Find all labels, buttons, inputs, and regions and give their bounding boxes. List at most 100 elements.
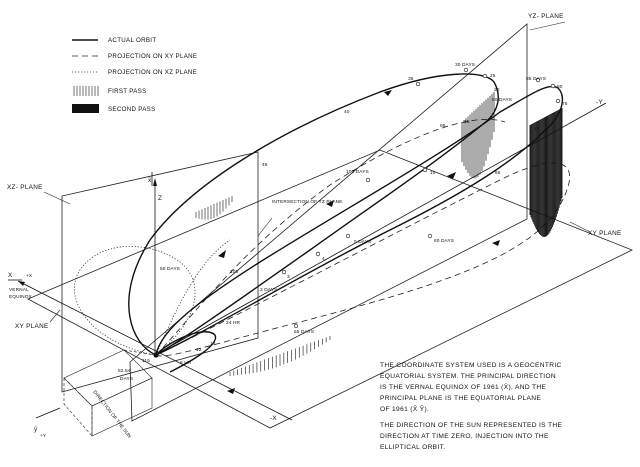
orbit-label-5-days: 5 DAYS <box>354 239 371 245</box>
actual-orbit-second-loop <box>155 85 564 356</box>
x-vec-label: X <box>8 272 13 279</box>
plus-y-label: +Y <box>40 433 47 439</box>
orbit-label-20: 20 <box>494 87 500 93</box>
orbit-label-105: 105 <box>230 269 239 275</box>
x-axis <box>17 280 293 421</box>
first-pass-hatch-left <box>195 196 233 220</box>
orbit-arrow-1 <box>384 90 392 96</box>
xz-projection-tail <box>155 239 231 356</box>
xz-plane-label: XZ- PLANE <box>7 184 43 191</box>
orbit-day-labels: 30 DAYS 25 20 90 DAYS 35 40 45 95 15 85 … <box>118 62 568 382</box>
xy-projection-inner <box>155 118 506 356</box>
orbit-label-115: 115 <box>142 358 150 364</box>
orbit-arrow-4 <box>447 172 456 179</box>
orbit-label-52-54: 52.54 <box>118 368 131 374</box>
sun-direction-label: DIRECTION OF THE SUN <box>91 390 132 440</box>
z-axis-label: Z <box>158 195 162 202</box>
equinox-label: EQUINOX <box>9 294 33 300</box>
minus-x-label: -X <box>270 415 277 422</box>
orbit-label-75: 75 <box>562 101 568 107</box>
actual-orbit-return <box>155 119 489 356</box>
note-p2-line-3: ELLIPTICAL ORBIT. <box>380 444 445 451</box>
vernal-label: VERNAL <box>9 287 29 293</box>
orbit-label-80: 80 <box>557 84 563 90</box>
orbit-label-85-days: 85 DAYS <box>526 76 546 82</box>
orbit-marker-85 <box>535 77 541 83</box>
legend-xz-projection-label: PROJECTION ON XZ PLANE <box>108 69 197 76</box>
orbit-marker-100 <box>365 177 371 183</box>
orbit-label-30-days: 30 DAYS <box>455 62 475 68</box>
second-pass-hatch-right <box>529 108 563 237</box>
note-p1-line-1: THE COORDINATE SYSTEM USED IS A GEOCENTR… <box>380 362 562 369</box>
orbit-label-days: DAYS <box>120 376 133 382</box>
plus-y-arrow <box>35 407 61 419</box>
legend-second-pass-swatch <box>72 104 99 113</box>
note-p1-line-3: IS THE VERNAL EQUINOX OF 1961 (X̄), AND … <box>380 383 547 391</box>
orbit-label-50-days: 50 DAYS <box>160 266 180 272</box>
orbit-marker-5 <box>345 233 351 239</box>
orbit-label-65: 65 <box>495 170 501 176</box>
orbit-arrow-2 <box>326 200 334 207</box>
x-bar-label: x̄ <box>148 177 152 184</box>
orbit-marker-75 <box>555 98 561 104</box>
legend: ACTUAL ORBIT PROJECTION ON XY PLANE PROJ… <box>72 37 197 113</box>
orbit-label-24-hr: 24 HR <box>226 320 241 326</box>
note-p1-line-4: PRINCIPAL PLANE IS THE EQUATORIAL PLANE <box>380 395 541 402</box>
xy-plane-leader-left <box>49 309 61 323</box>
legend-second-pass-label: SECOND PASS <box>108 106 156 113</box>
orbit-label-35: 35 <box>408 76 414 82</box>
orbit-label-45: 45 <box>262 162 268 168</box>
earth-marker <box>153 352 159 358</box>
orbit-label-15: 15 <box>464 119 470 125</box>
first-pass-hatch-lower <box>229 336 331 376</box>
actual-orbit-second-return <box>155 119 556 356</box>
orbit-marker-55 <box>293 323 299 329</box>
plus-x-label: +X <box>26 273 33 279</box>
orbit-marker-80 <box>550 83 556 89</box>
orbit-label-100-days: 100 DAYS <box>346 169 369 175</box>
xy-plane-label-right: XY PLANE <box>588 230 622 237</box>
legend-first-pass-label: FIRST PASS <box>108 88 147 95</box>
first-pass-hatch-upper <box>461 92 495 179</box>
legend-actual-orbit-label: ACTUAL ORBIT <box>108 37 156 44</box>
xz-plane-leader <box>43 191 71 205</box>
orbit-label-25: 25 <box>490 73 496 79</box>
yz-plane <box>129 23 528 422</box>
actual-orbit-first-loop <box>128 73 499 356</box>
orbit-label-90-days: 90 DAYS <box>492 97 512 103</box>
orbit-label-12: 12 <box>196 347 202 353</box>
orbit-label-95: 95 <box>440 123 446 129</box>
note-p2-line-1: THE DIRECTION OF THE SUN REPRESENTED IS … <box>380 422 562 429</box>
orbit-marker-60 <box>427 233 433 239</box>
orbit-arrow-3 <box>218 250 226 258</box>
orbit-marker-10 <box>422 167 428 173</box>
yz-plane-label: YZ- PLANE <box>528 13 564 20</box>
orbit-marker-35 <box>415 81 421 87</box>
orbit-label-55-days: 55 DAYS <box>294 329 314 335</box>
orbit-label-10: 10 <box>430 170 436 176</box>
xz-projection-curve <box>74 246 196 356</box>
note-p1-line-5: OF 1961 (X̄ Ȳ). <box>380 405 429 413</box>
orbit-arrow-5 <box>492 240 500 246</box>
yz-plane-leader <box>529 21 566 31</box>
orbit-marker-4 <box>315 251 321 257</box>
note-p1-line-2: EQUATORIAL SYSTEM. THE PRINCIPAL DIRECTI… <box>380 373 556 380</box>
actual-orbit-near-earth <box>155 331 217 373</box>
orbit-label-2-days: 2 DAYS <box>260 287 277 293</box>
xy-plane <box>27 149 633 429</box>
x-axis-arrow <box>18 281 25 286</box>
orbit-label-60-days: 60 DAYS <box>434 238 454 244</box>
orbit-marker-30 <box>463 67 469 73</box>
xy-plane-label-left: XY PLANE <box>15 323 49 330</box>
orbit-label-3: 3 <box>287 274 290 280</box>
orbit-label-4: 4 <box>322 256 325 262</box>
note-p2-line-2: DIRECTION AT TIME ZERO, INJECTION INTO T… <box>380 433 549 440</box>
intersection-leader <box>257 217 273 237</box>
legend-first-pass-swatch <box>73 86 99 96</box>
y-bar-label: ȳ <box>34 426 38 433</box>
legend-xy-projection-label: PROJECTION ON XY PLANE <box>108 53 197 60</box>
orbit-label-70: 70 <box>534 126 540 132</box>
xy-projection-curve <box>155 162 570 357</box>
